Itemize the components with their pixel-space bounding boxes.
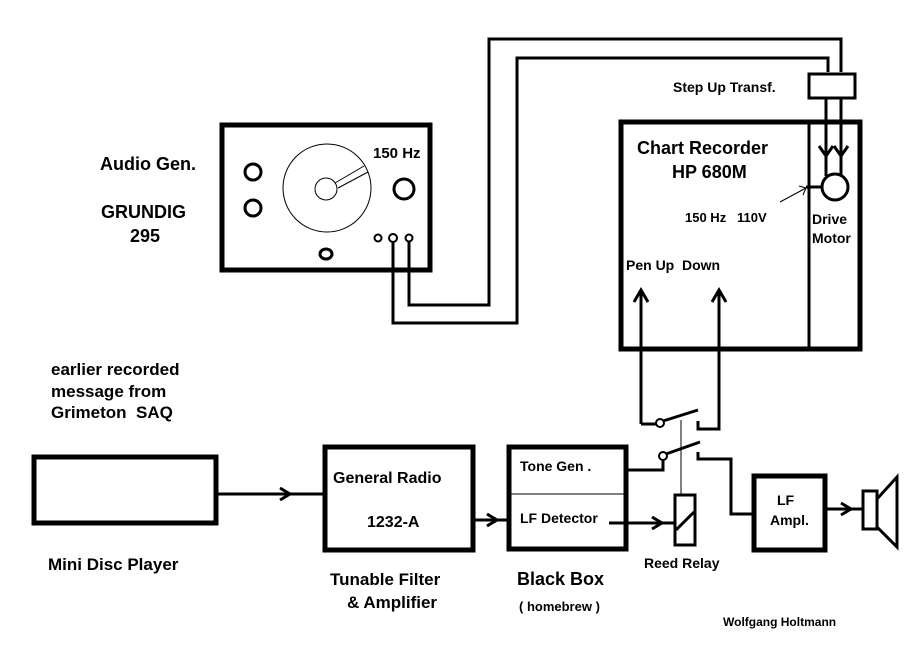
audio-gen-model: GRUNDIG: [101, 202, 186, 222]
jack-icon: [388, 233, 398, 243]
step-up-transformer: Step Up Transf.: [673, 72, 857, 176]
chart-recorder-model: HP 680M: [672, 162, 747, 182]
jack-icon: [373, 233, 383, 243]
lf-amp-label-line2: Ampl.: [770, 512, 809, 528]
mini-disc-player: Mini Disc Player: [31, 454, 219, 574]
black-box: Tone Gen . LF Detector Black Box ( homeb…: [506, 444, 629, 614]
lf-detector-label: LF Detector: [520, 510, 598, 526]
author-credit: Wolfgang Holtmann: [723, 615, 836, 629]
audio-gen-title: Audio Gen.: [100, 154, 196, 174]
speaker-icon: [861, 473, 899, 551]
note-line3: Grimeton SAQ: [51, 403, 173, 422]
mini-disc-label: Mini Disc Player: [48, 555, 179, 574]
reed-relay-coil-icon: [673, 493, 697, 547]
lf-amplifier: LF Ampl.: [751, 473, 828, 553]
audio-gen-output-wires: [391, 37, 843, 325]
tone-gen-label: Tone Gen .: [520, 458, 591, 474]
arrow-icon: [840, 501, 854, 517]
chart-recorder-box: [618, 119, 863, 352]
audio-gen-box: [219, 122, 433, 273]
audio-generator: Audio Gen. GRUNDIG 295 150 Hz: [100, 122, 433, 273]
supply-spec: 150 Hz 110V: [685, 210, 767, 225]
reed-relay: Reed Relay: [644, 493, 720, 571]
chart-recorder: Chart Recorder HP 680M 150 Hz 110V Pen U…: [618, 119, 863, 430]
reed-relay-label: Reed Relay: [644, 555, 720, 571]
arrow-icon: [651, 515, 665, 531]
filter-name: General Radio: [333, 470, 442, 487]
dial-frequency: 150 Hz: [373, 145, 421, 162]
lf-amp-box: [751, 473, 828, 553]
switch-pivot-icon: [658, 451, 668, 461]
pen-up-arrow-icon: [632, 287, 650, 303]
transformer-box: [807, 72, 857, 100]
arrow-icon: [486, 512, 500, 528]
arrow-icon: [279, 486, 293, 502]
motor-label-line2: Motor: [812, 230, 851, 246]
drive-motor-icon: [779, 172, 850, 203]
pen-down-arrow-icon: [710, 287, 728, 303]
transformer-label: Step Up Transf.: [673, 79, 776, 95]
source-note: earlier recorded message from Grimeton S…: [51, 360, 180, 422]
knob-icon: [392, 177, 416, 201]
switch-pivot-icon: [655, 418, 665, 428]
tunable-filter-amplifier: General Radio 1232-A Tunable Filter & Am…: [322, 444, 476, 612]
note-line1: earlier recorded: [51, 360, 180, 379]
frequency-dial-icon: [282, 143, 372, 233]
chart-recorder-title: Chart Recorder: [637, 138, 768, 158]
black-box-caption: Black Box: [517, 569, 604, 589]
audio-gen-model-number: 295: [130, 226, 160, 246]
jack-icon: [404, 233, 414, 243]
pen-label: Pen Up Down: [626, 257, 720, 273]
filter-caption-line1: Tunable Filter: [330, 570, 441, 589]
filter-model: 1232-A: [367, 514, 420, 531]
note-line2: message from: [51, 382, 166, 401]
mini-disc-box: [31, 454, 219, 526]
filter-caption-line2: & Amplifier: [347, 593, 437, 612]
knob-icon: [243, 162, 263, 182]
filter-box: [322, 444, 476, 553]
knob-icon: [243, 198, 263, 218]
black-box-subcaption: ( homebrew ): [519, 599, 600, 614]
lf-amp-label-line1: LF: [777, 492, 795, 508]
knob-icon: [318, 247, 334, 261]
relay-switch-contacts: [628, 408, 752, 516]
black-box-outline: [506, 444, 629, 552]
motor-label-line1: Drive: [812, 211, 847, 227]
